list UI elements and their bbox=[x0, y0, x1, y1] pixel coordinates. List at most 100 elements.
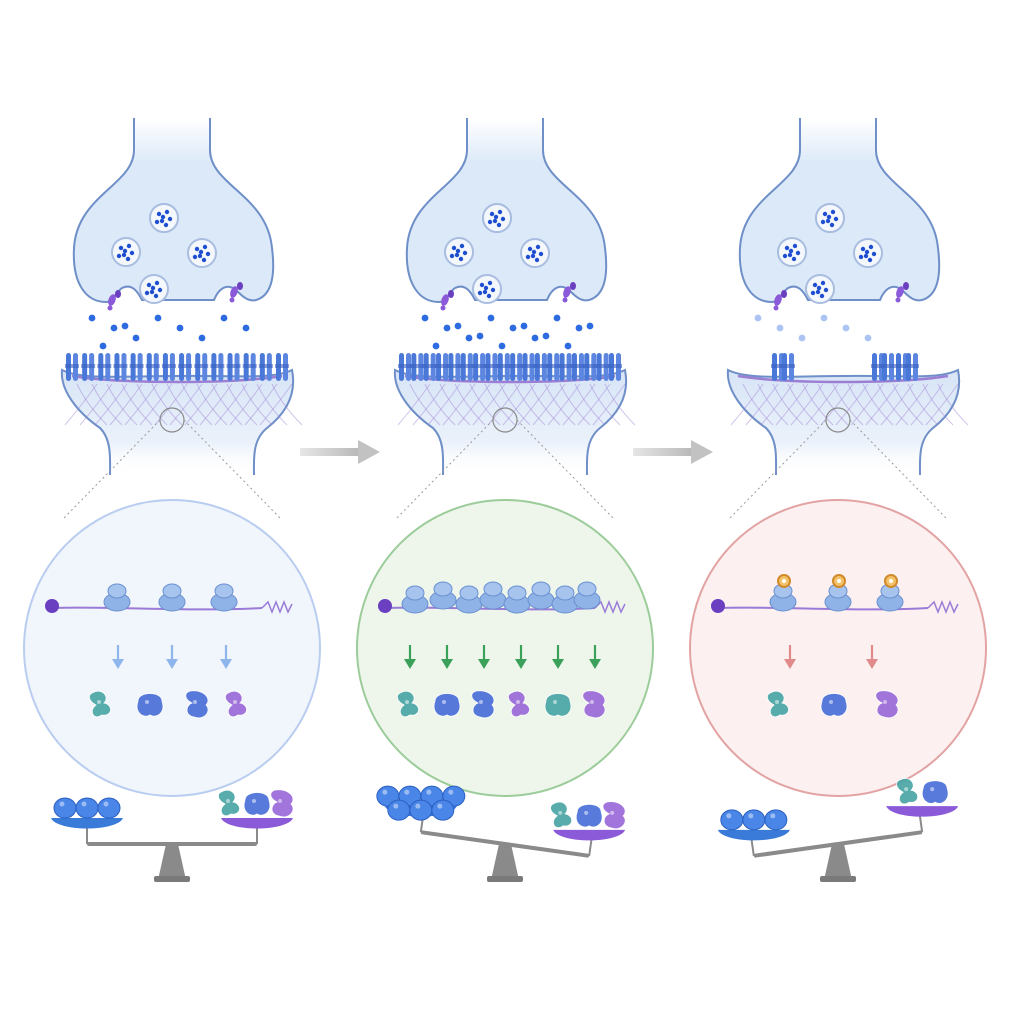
transmitter-dot bbox=[534, 257, 540, 263]
ribosome-small-subunit bbox=[214, 583, 234, 599]
released-transmitters bbox=[754, 314, 872, 342]
transmitter bbox=[421, 314, 429, 322]
transmitter bbox=[88, 314, 96, 322]
actin-filament bbox=[847, 383, 879, 426]
receptor bbox=[583, 353, 598, 381]
zoom-guide bbox=[849, 419, 949, 521]
ribosome bbox=[455, 585, 483, 614]
receptor-band bbox=[895, 364, 909, 368]
actin-filament bbox=[514, 383, 546, 426]
protein-blob bbox=[136, 693, 164, 717]
actin-filament bbox=[562, 383, 596, 426]
actin-filament bbox=[757, 383, 789, 426]
transmitter-dot bbox=[159, 218, 165, 224]
receptor-band bbox=[113, 364, 128, 368]
actin-filament bbox=[802, 383, 834, 426]
transmitter bbox=[198, 334, 206, 342]
transmitter-dot bbox=[820, 219, 826, 225]
transmitter-dot bbox=[864, 249, 870, 255]
pan-ribosome-highlight bbox=[81, 801, 87, 807]
receptor-band bbox=[178, 364, 193, 368]
release-protein bbox=[107, 305, 113, 311]
transmitter-dot bbox=[121, 252, 127, 258]
transmitter-dot bbox=[490, 287, 496, 293]
protein bbox=[921, 780, 949, 804]
receptor-band bbox=[771, 364, 785, 368]
protein bbox=[185, 690, 209, 719]
protein bbox=[433, 693, 461, 717]
translation-arrow bbox=[866, 645, 878, 669]
scale-bar bbox=[753, 830, 923, 858]
translation-arrow bbox=[784, 645, 796, 669]
release-protein bbox=[562, 297, 568, 303]
zoom-guide bbox=[394, 419, 494, 521]
pan-dish bbox=[51, 818, 123, 829]
arrow-head bbox=[404, 659, 416, 669]
transmitter bbox=[798, 334, 806, 342]
translation-arrow bbox=[441, 645, 453, 669]
transmitter-dot bbox=[816, 285, 822, 291]
spine-outline bbox=[60, 368, 295, 476]
ribosome bbox=[479, 581, 507, 610]
transition-head bbox=[691, 440, 713, 464]
protein-highlight bbox=[516, 700, 520, 704]
protein-blob bbox=[396, 690, 419, 718]
mrna-strand bbox=[51, 606, 263, 611]
transmitter bbox=[498, 342, 506, 350]
actin-filament bbox=[409, 383, 441, 426]
protein-highlight bbox=[405, 700, 409, 704]
protein-highlight bbox=[278, 799, 282, 803]
actin-filament bbox=[166, 383, 198, 426]
actin-filament bbox=[502, 383, 536, 426]
pan-ribosome-highlight bbox=[404, 789, 410, 795]
actin-filament bbox=[547, 383, 581, 426]
actin-filament bbox=[121, 383, 153, 426]
actin-filament bbox=[817, 383, 849, 426]
transmitter-dot bbox=[482, 289, 488, 295]
receptor bbox=[881, 353, 895, 381]
translation-arrow bbox=[515, 645, 527, 669]
transmitter bbox=[509, 324, 517, 332]
transmitter-dot bbox=[462, 250, 468, 256]
transmitter bbox=[564, 342, 572, 350]
protein bbox=[136, 693, 164, 717]
ribosome-small-subunit bbox=[162, 583, 182, 599]
protein bbox=[217, 789, 240, 817]
receptor-band bbox=[570, 364, 585, 368]
right-pan bbox=[550, 801, 626, 841]
actin-filament bbox=[880, 383, 914, 426]
transmitter-dot bbox=[833, 216, 839, 222]
receptor bbox=[81, 353, 96, 381]
scale-foot bbox=[154, 876, 190, 882]
actin-filament bbox=[850, 383, 884, 426]
protein-highlight bbox=[233, 700, 237, 704]
transmitter-dot bbox=[863, 253, 869, 259]
inhibitor-core bbox=[889, 579, 893, 583]
receptor-band bbox=[435, 364, 450, 368]
transmitter-dot bbox=[157, 287, 163, 293]
scale-bar bbox=[420, 830, 590, 858]
pan-ribosome bbox=[387, 799, 411, 821]
receptor bbox=[496, 353, 511, 381]
transmitter bbox=[465, 334, 473, 342]
transmitter bbox=[432, 342, 440, 350]
actin-filament bbox=[199, 383, 233, 426]
receptor-band bbox=[533, 364, 548, 368]
transmitter-dot bbox=[455, 248, 461, 254]
release-protein bbox=[896, 286, 904, 298]
receptor bbox=[595, 353, 610, 381]
actin-filament bbox=[229, 383, 263, 426]
transmitter-dot bbox=[535, 244, 541, 250]
actin-filament bbox=[469, 383, 501, 426]
actin-filament bbox=[517, 383, 551, 426]
vesicle bbox=[777, 237, 807, 267]
magnify-circle bbox=[689, 499, 987, 797]
receptor-band bbox=[145, 364, 160, 368]
spine-outline bbox=[393, 368, 628, 476]
protein-blob bbox=[544, 693, 572, 717]
protein-blob bbox=[243, 792, 271, 816]
scale-base bbox=[491, 844, 519, 880]
receptor-band bbox=[65, 364, 79, 368]
receptor-band bbox=[608, 364, 622, 368]
